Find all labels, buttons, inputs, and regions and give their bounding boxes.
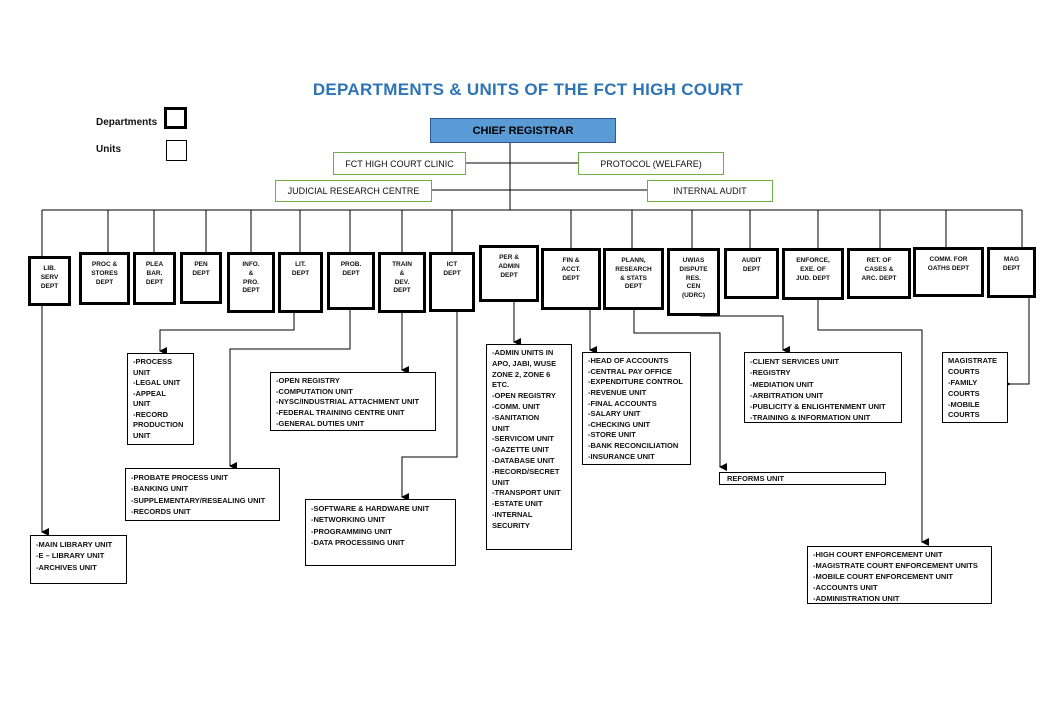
units-uwias: -CLIENT SERVICES UNIT-REGISTRY-MEDIATION…: [744, 352, 902, 423]
units-lib: -MAIN LIBRARY UNIT-E – LIBRARY UNIT-ARCH…: [30, 535, 127, 584]
internal-audit-unit: INTERNAL AUDIT: [647, 180, 773, 202]
units-ict: -SOFTWARE & HARDWARE UNIT-NETWORKING UNI…: [305, 499, 456, 566]
legend-departments-swatch: [164, 107, 187, 129]
units-train: -OPEN REGISTRY-COMPUTATION UNIT-NYSC/IND…: [270, 372, 436, 431]
judicial-research-centre-unit: JUDICIAL RESEARCH CENTRE: [275, 180, 432, 202]
dept-lit: LIT.DEPT: [278, 252, 323, 313]
fct-high-court-clinic-unit: FCT HIGH COURT CLINIC: [333, 152, 466, 175]
dept-prob: PROB.DEPT: [327, 252, 375, 310]
dept-train-dev: TRAIN&DEV.DEPT: [378, 252, 426, 313]
units-enforce: -HIGH COURT ENFORCEMENT UNIT-MAGISTRATE …: [807, 546, 992, 604]
dept-fin-acct: FIN &ACCT.DEPT: [541, 248, 601, 310]
chief-registrar-box: CHIEF REGISTRAR: [430, 118, 616, 143]
legend-departments-label: Departments: [96, 117, 158, 128]
legend-units-label: Units: [96, 144, 121, 155]
units-plann-reforms: REFORMS UNIT: [719, 472, 886, 485]
legend-units-swatch: [166, 140, 187, 161]
units-fin: -HEAD OF ACCOUNTS-CENTRAL PAY OFFICE-EXP…: [582, 352, 691, 465]
protocol-welfare-unit: PROTOCOL (WELFARE): [578, 152, 724, 175]
units-prob: -PROBATE PROCESS UNIT-BANKING UNIT-SUPPL…: [125, 468, 280, 521]
page-title: DEPARTMENTS & UNITS OF THE FCT HIGH COUR…: [312, 80, 744, 99]
dept-info-pro: INFO.&PRO.DEPT: [227, 252, 275, 313]
